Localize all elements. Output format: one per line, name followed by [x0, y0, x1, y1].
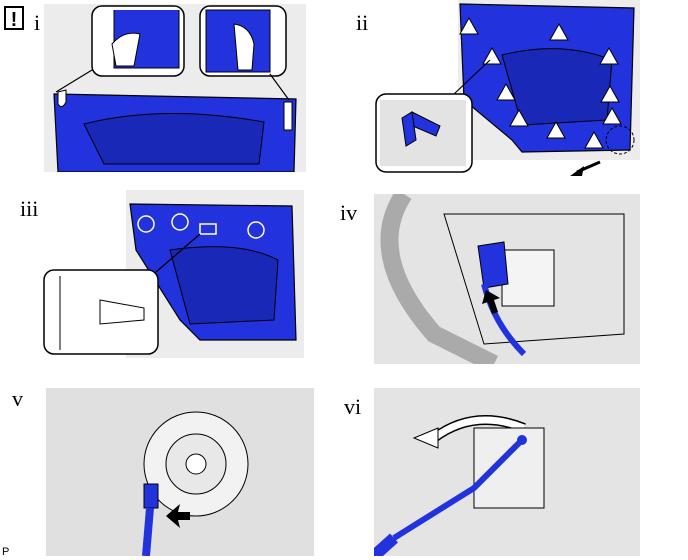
figure-code: P	[2, 546, 10, 558]
step-label-vi: vi	[344, 394, 362, 419]
step-label-i: i	[34, 10, 41, 35]
step-v-illustration	[46, 388, 314, 556]
step-i-illustration	[44, 4, 306, 172]
step-label-iv: iv	[340, 200, 358, 225]
step-iii-illustration	[40, 190, 304, 358]
caution-icon: !	[4, 6, 24, 31]
step-label-iii: iii	[20, 196, 39, 221]
step-label-v: v	[12, 386, 23, 411]
step-vi-illustration	[374, 388, 640, 556]
step-iv-illustration	[374, 194, 640, 364]
step-label-ii: ii	[356, 10, 369, 35]
step-ii-illustration	[372, 0, 640, 178]
